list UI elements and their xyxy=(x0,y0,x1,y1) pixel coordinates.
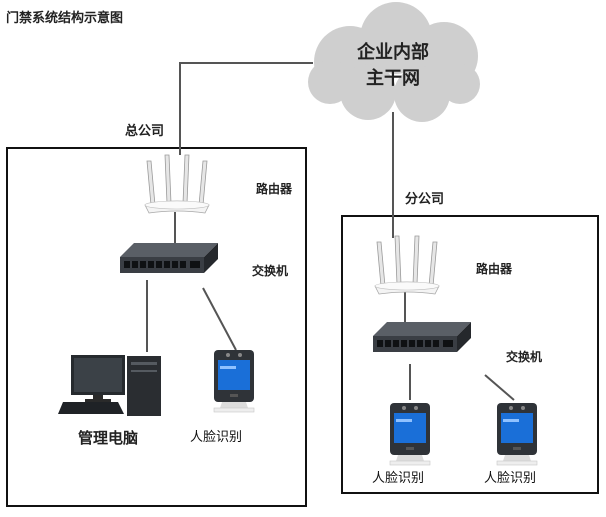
branch-router-icon xyxy=(374,235,440,295)
branch-face-label-2: 人脸识别 xyxy=(484,471,536,486)
head-face-terminal-icon xyxy=(213,349,255,413)
cloud-icon xyxy=(308,2,480,122)
head-office-uplink-line xyxy=(179,62,313,155)
head-office-label: 总公司 xyxy=(125,123,164,139)
head-office-box xyxy=(6,147,307,507)
branch-office-box xyxy=(341,215,599,494)
head-face-label: 人脸识别 xyxy=(190,430,242,445)
branch-face-terminal-2-icon xyxy=(496,402,538,466)
head-router-label: 路由器 xyxy=(256,181,293,196)
branch-switch-face2-line xyxy=(484,374,515,401)
diagram-title: 门禁系统结构示意图 xyxy=(6,10,123,26)
branch-face-label-1: 人脸识别 xyxy=(372,471,424,486)
desktop-computer-icon xyxy=(58,355,161,416)
head-switch-label: 交换机 xyxy=(252,263,288,278)
cloud-label-line2: 主干网 xyxy=(366,67,420,89)
cloud-label-line1: 企业内部 xyxy=(356,41,429,63)
head-router-icon xyxy=(144,154,210,214)
branch-face-terminal-1-icon xyxy=(389,402,431,466)
branch-switch-label: 交换机 xyxy=(506,349,542,364)
pc-label: 管理电脑 xyxy=(78,429,138,447)
branch-office-label: 分公司 xyxy=(405,191,444,207)
branch-router-label: 路由器 xyxy=(476,261,513,276)
branch-switch-icon xyxy=(373,322,471,352)
head-switch-icon xyxy=(120,243,218,273)
head-switch-face-line xyxy=(202,287,237,351)
